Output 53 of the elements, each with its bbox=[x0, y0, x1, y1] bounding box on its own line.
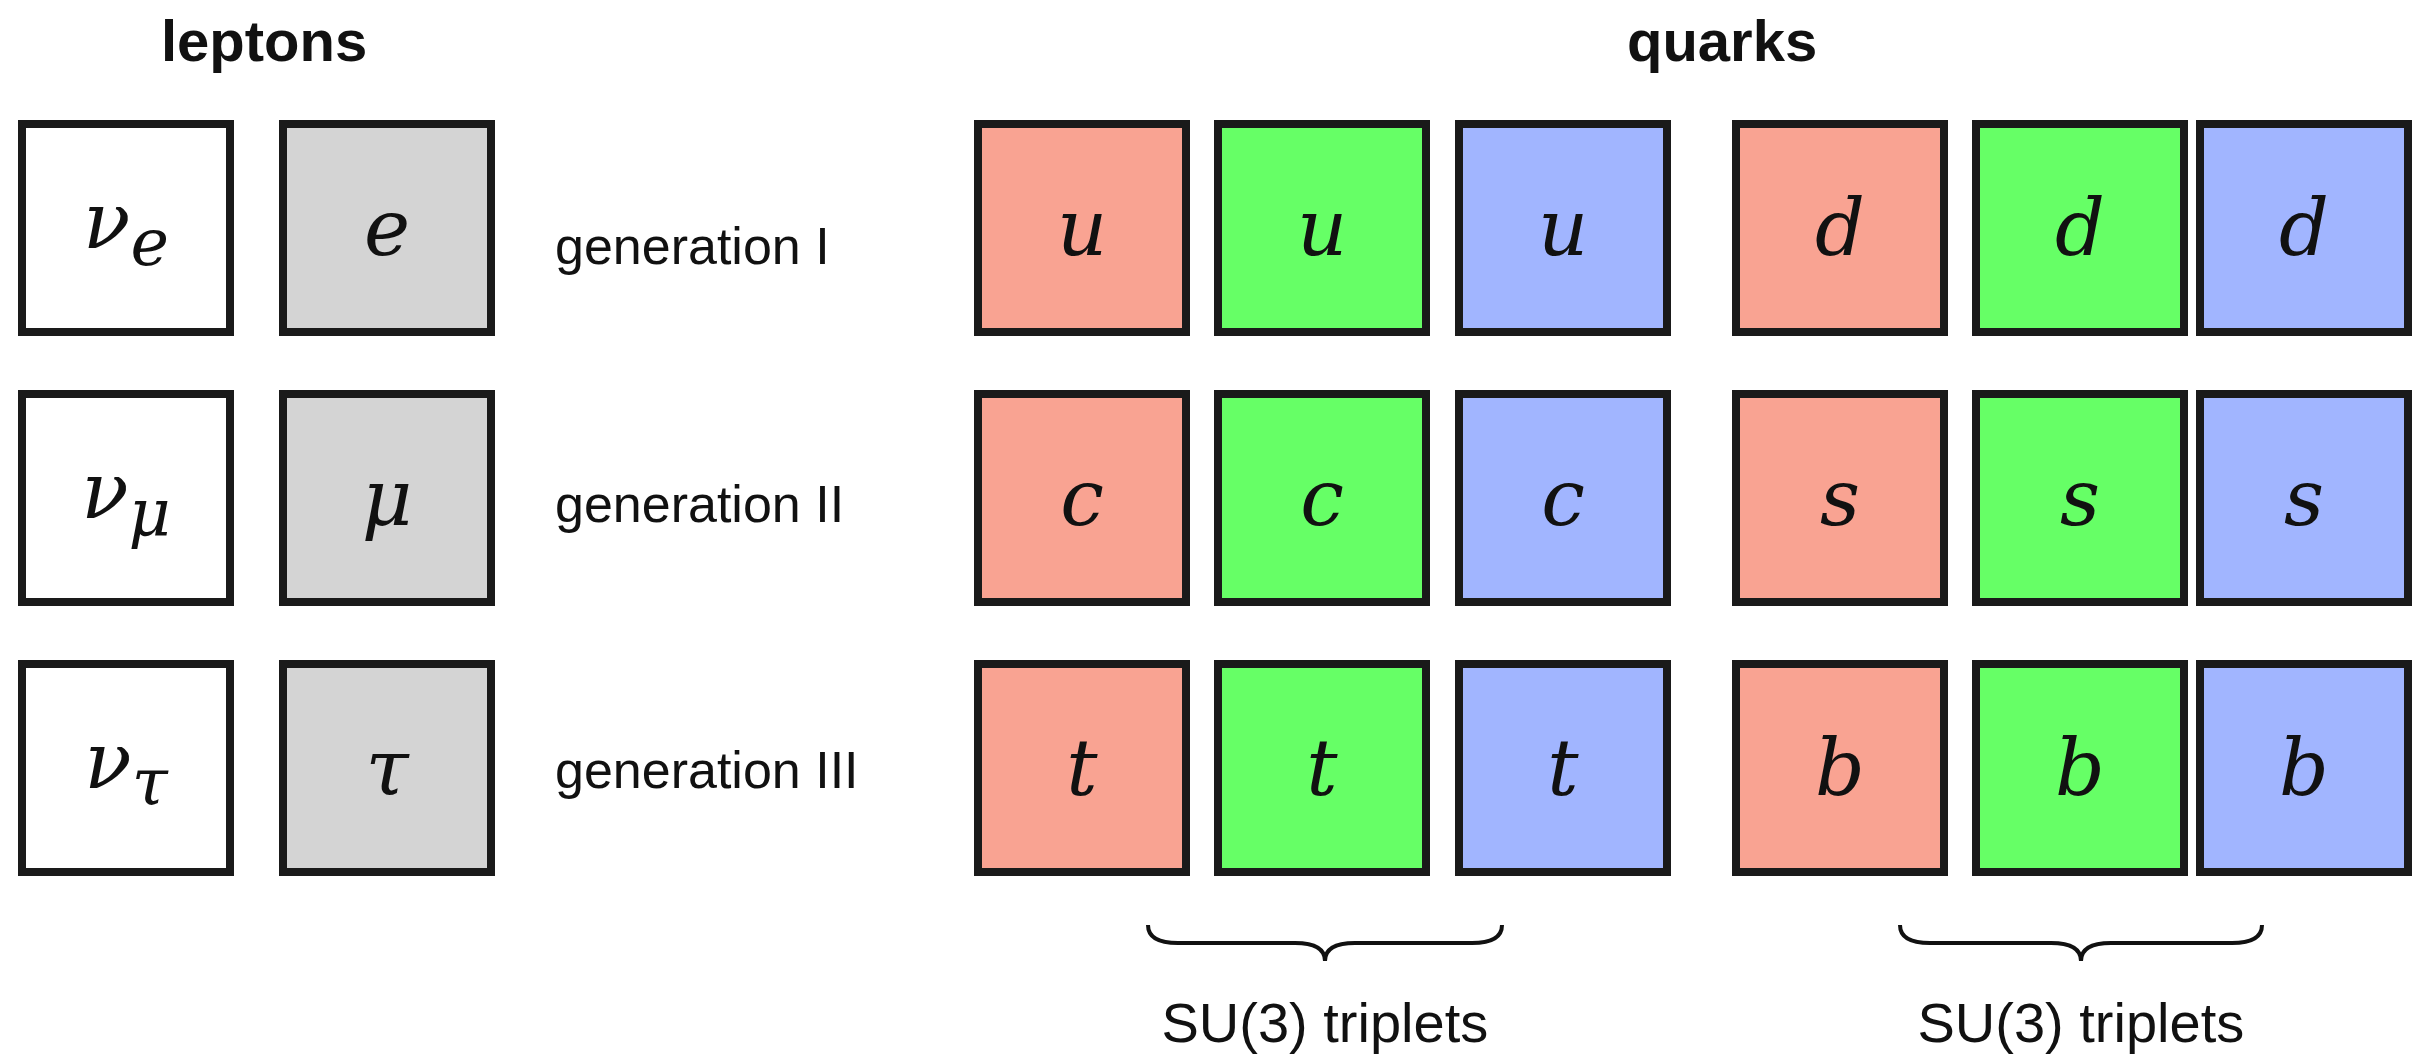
particle-symbol: t bbox=[1066, 729, 1098, 807]
quark-box bbox=[1455, 390, 1671, 606]
particle-symbol: ν$_{e}$ bbox=[83, 181, 169, 275]
lepton-box bbox=[279, 390, 495, 606]
particle-symbol: s bbox=[2284, 459, 2324, 537]
quark-box bbox=[974, 660, 1190, 876]
particle-symbol: u bbox=[1537, 189, 1589, 267]
particle-symbol: c bbox=[1060, 459, 1104, 537]
quark-box bbox=[1732, 660, 1948, 876]
neutrino-box bbox=[18, 120, 234, 336]
particle-symbol: d bbox=[1815, 189, 1865, 267]
neutrino-box bbox=[18, 390, 234, 606]
lepton-box bbox=[279, 120, 495, 336]
quark-box bbox=[974, 120, 1190, 336]
quark-box bbox=[1455, 660, 1671, 876]
quark-box bbox=[2196, 120, 2412, 336]
particle-symbol: e bbox=[363, 189, 411, 267]
particle-symbol: u bbox=[1056, 189, 1108, 267]
generation-label: generation II bbox=[555, 474, 845, 534]
quark-box bbox=[1972, 660, 2188, 876]
quark-box bbox=[1214, 390, 1430, 606]
group-heading: leptons bbox=[161, 6, 368, 74]
quark-box bbox=[1972, 390, 2188, 606]
particle-symbol: b bbox=[2279, 729, 2329, 807]
quark-box bbox=[2196, 660, 2412, 876]
particle-symbol: b bbox=[1815, 729, 1865, 807]
particle-symbol: b bbox=[2055, 729, 2105, 807]
particle-symbol: d bbox=[2055, 189, 2105, 267]
particle-symbol: u bbox=[1296, 189, 1348, 267]
particle-symbol: ν$_{τ}$ bbox=[84, 721, 168, 815]
particle-symbol: d bbox=[2279, 189, 2329, 267]
triplet-label: SU(3) triplets bbox=[1161, 989, 1489, 1055]
particle-symbol: c bbox=[1541, 459, 1585, 537]
quark-box bbox=[1972, 120, 2188, 336]
generation-label: generation I bbox=[555, 216, 830, 276]
quark-box bbox=[1732, 120, 1948, 336]
generation-label: generation III bbox=[555, 740, 859, 800]
triplet-label: SU(3) triplets bbox=[1917, 989, 2245, 1055]
quark-box bbox=[1455, 120, 1671, 336]
neutrino-box bbox=[18, 660, 234, 876]
quark-box bbox=[1214, 120, 1430, 336]
particle-symbol: s bbox=[2060, 459, 2100, 537]
quark-box bbox=[974, 390, 1190, 606]
lepton-box bbox=[279, 660, 495, 876]
particle-symbol: t bbox=[1547, 729, 1579, 807]
particle-symbol: t bbox=[1306, 729, 1338, 807]
particle-symbol: s bbox=[1820, 459, 1860, 537]
particle-symbol: τ bbox=[365, 729, 409, 807]
quark-box bbox=[1732, 390, 1948, 606]
quark-box bbox=[1214, 660, 1430, 876]
particle-symbol: c bbox=[1300, 459, 1344, 537]
quark-box bbox=[2196, 390, 2412, 606]
group-heading: quarks bbox=[1627, 6, 1818, 74]
